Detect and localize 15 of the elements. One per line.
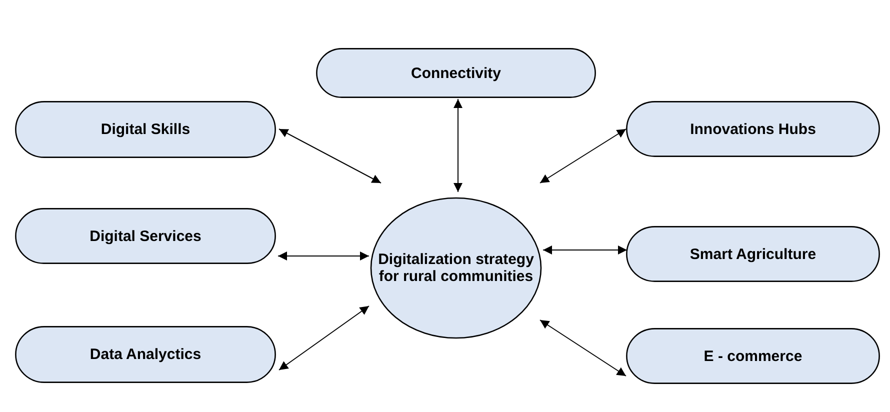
double-arrow — [278, 252, 370, 260]
double-arrow — [278, 128, 382, 184]
node-label: Connectivity — [410, 64, 501, 82]
node-label: Digital Skills — [100, 121, 190, 138]
node-label: Digital Services — [90, 228, 202, 244]
node-label: Digitalization strategy for rural communities — [377, 251, 535, 285]
node-label: Innovations Hubs — [690, 120, 816, 138]
double-arrow — [454, 98, 462, 192]
node-label: E - commerce — [704, 348, 802, 364]
node-label: Data Analyctics — [90, 346, 202, 363]
double-arrow — [542, 246, 628, 254]
double-arrow — [540, 320, 626, 376]
node-label: Smart Agriculture — [690, 246, 816, 262]
double-arrow — [540, 128, 626, 184]
double-arrow — [278, 306, 370, 370]
